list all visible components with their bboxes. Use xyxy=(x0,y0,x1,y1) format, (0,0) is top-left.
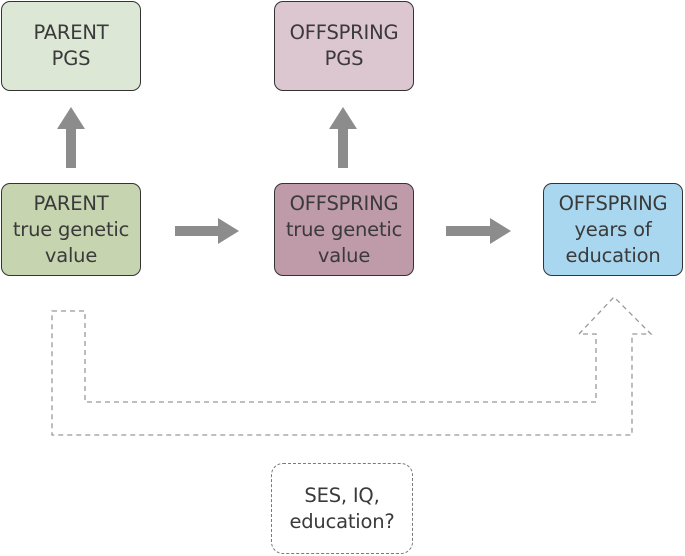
parent-true-line-2: true genetic xyxy=(12,217,130,241)
offspring-true-line-3: value xyxy=(317,243,371,267)
offspring-pgs-node: OFFSPRING PGS xyxy=(274,1,414,91)
parent-pgs-line-1: PARENT xyxy=(33,21,109,44)
offspring-true-genetic-node: OFFSPRING true genetic value xyxy=(274,183,414,276)
arrow-dashed-confounding-path xyxy=(51,296,653,436)
offspring-education-node: OFFSPRING years of education xyxy=(543,183,683,276)
offspring-pgs-line-2: PGS xyxy=(324,47,364,70)
offspring-true-line-1: OFFSPRING xyxy=(289,191,399,215)
confounder-line-2: education? xyxy=(289,509,395,533)
arrow-offspring-true-to-offspring-pgs xyxy=(329,107,357,168)
confounder-line-1: SES, IQ, xyxy=(304,483,380,507)
parent-pgs-line-2: PGS xyxy=(51,47,91,70)
parent-true-line-1: PARENT xyxy=(33,191,109,215)
offspring-pgs-line-1: OFFSPRING xyxy=(289,21,399,44)
arrow-parent-true-to-parent-pgs xyxy=(57,107,85,168)
offspring-edu-line-3: education xyxy=(565,243,661,267)
arrow-parent-true-to-offspring-true xyxy=(175,218,239,244)
offspring-true-line-2: true genetic xyxy=(285,217,403,241)
arrow-offspring-true-to-offspring-edu xyxy=(446,218,511,244)
offspring-edu-line-2: years of xyxy=(574,217,652,241)
parent-pgs-node: PARENT PGS xyxy=(1,1,141,91)
parent-true-line-3: value xyxy=(44,243,98,267)
offspring-edu-line-1: OFFSPRING xyxy=(558,191,668,215)
confounder-node: SES, IQ, education? xyxy=(271,463,413,554)
parent-true-genetic-node: PARENT true genetic value xyxy=(1,183,141,276)
